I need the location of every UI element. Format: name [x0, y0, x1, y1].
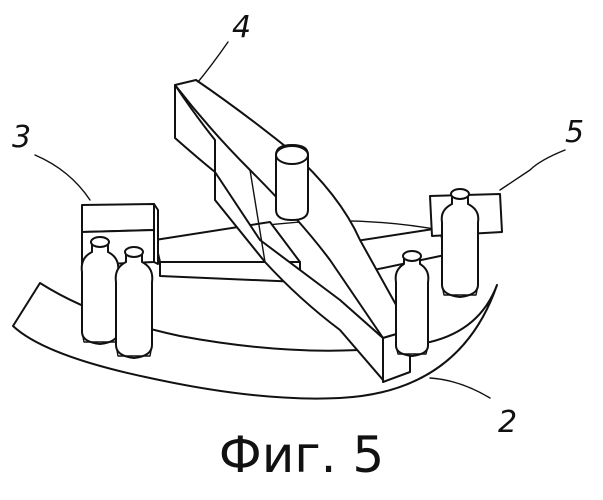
label-ref-5: 5: [565, 115, 584, 150]
leader-line-5: [500, 150, 565, 190]
label-ref-3: 3: [12, 120, 31, 155]
leader-line-2: [430, 378, 490, 398]
leader-line-3: [35, 155, 90, 200]
bottle-center-right: [396, 251, 429, 356]
label-ref-4: 4: [232, 10, 251, 45]
figure-caption: Фиг. 5: [0, 425, 603, 485]
leader-line-4: [198, 42, 228, 82]
